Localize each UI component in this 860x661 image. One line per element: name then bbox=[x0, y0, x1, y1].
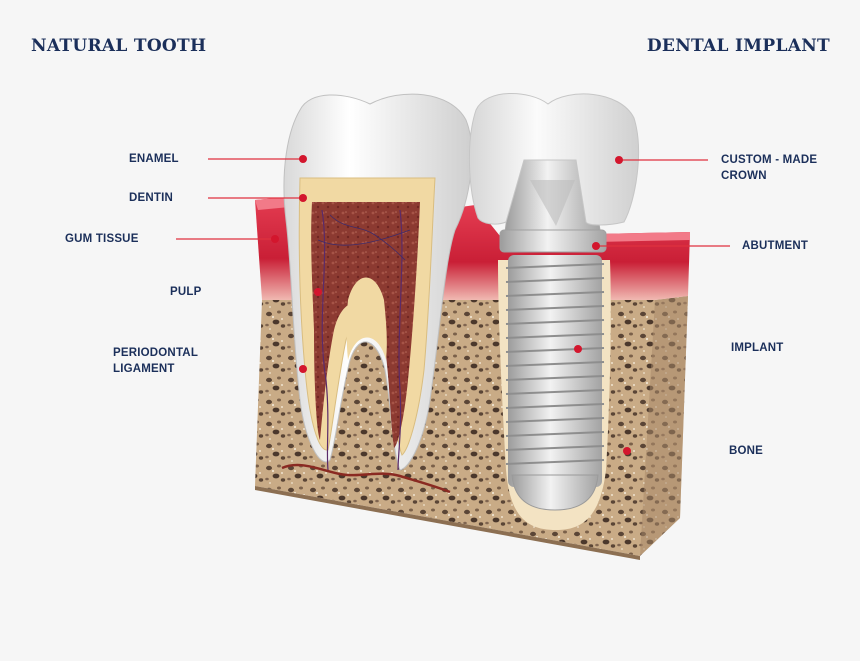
implant-threads bbox=[505, 263, 605, 465]
leader-lines bbox=[176, 158, 730, 247]
custom-crown-label: CUSTOM - MADE CROWN bbox=[721, 152, 817, 184]
dentin-label: DENTIN bbox=[129, 192, 174, 204]
natural-tooth-heading: NATURAL TOOTH bbox=[31, 36, 207, 56]
periodontal-ligament-label: PERIODONTAL LIGAMENT bbox=[113, 345, 198, 377]
label-dots bbox=[271, 155, 631, 455]
implant-label: IMPLANT bbox=[731, 342, 784, 354]
crown-label-line-2: CROWN bbox=[721, 170, 767, 182]
periodontal-label-line-1: PERIODONTAL bbox=[113, 347, 199, 359]
enamel-label: ENAMEL bbox=[129, 153, 179, 165]
dental-implant-heading: DENTAL IMPLANT bbox=[646, 36, 830, 56]
dental-implant bbox=[468, 93, 639, 530]
crown-label-line-1: CUSTOM - MADE bbox=[721, 154, 818, 166]
natural-tooth bbox=[281, 93, 473, 494]
pulp-label: PULP bbox=[170, 286, 202, 298]
abutment-label: ABUTMENT bbox=[742, 240, 809, 252]
gum-tissue-label: GUM TISSUE bbox=[65, 233, 139, 245]
bone-label: BONE bbox=[729, 445, 764, 457]
periodontal-label-line-2: LIGAMENT bbox=[113, 363, 175, 375]
